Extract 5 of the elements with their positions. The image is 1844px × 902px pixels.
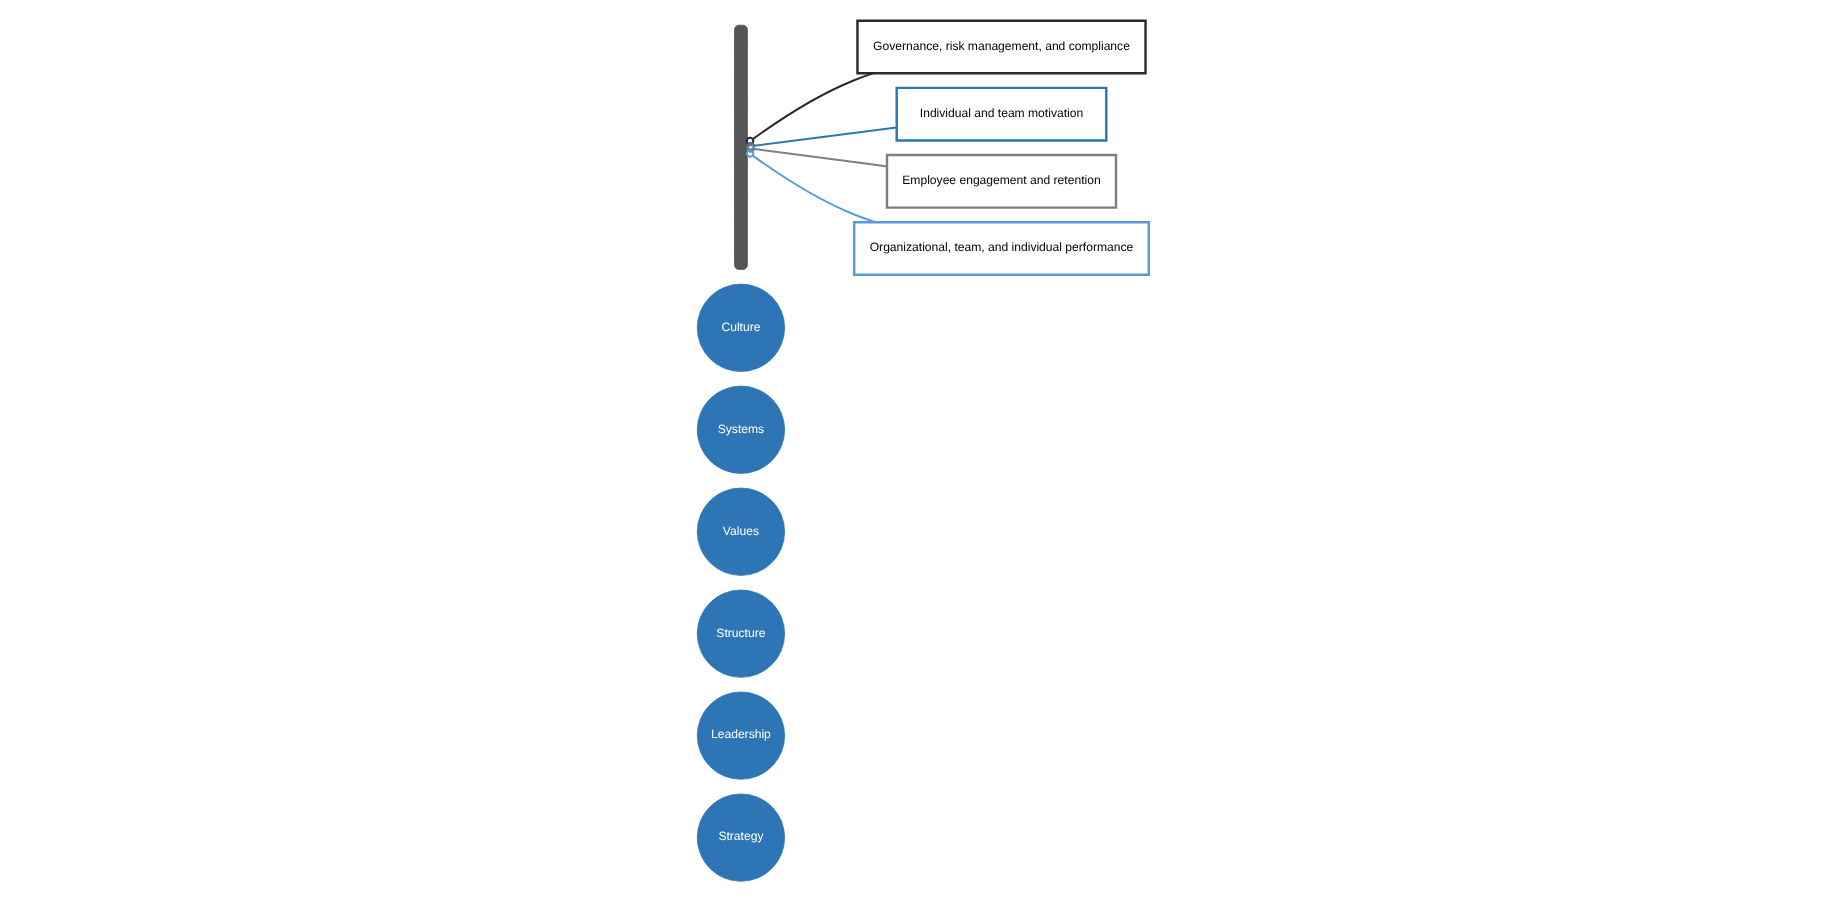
connector [745, 126, 896, 151]
connector [745, 144, 887, 168]
connector [744, 149, 875, 224]
connector [744, 72, 873, 146]
node-arc [733, 24, 747, 270]
